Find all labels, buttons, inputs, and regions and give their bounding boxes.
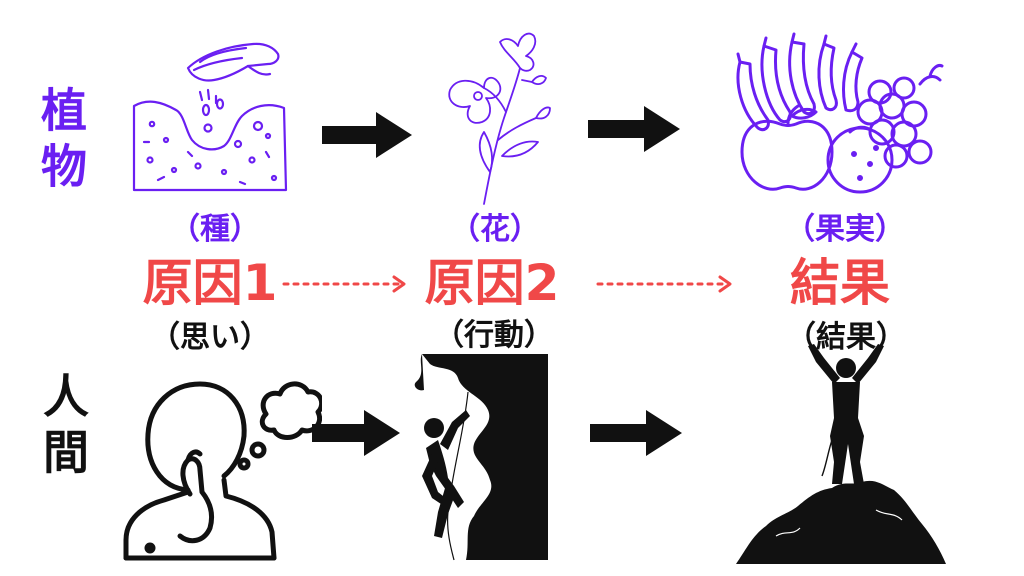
action-caption: （行動）	[434, 318, 554, 353]
fruit-basket-icon	[720, 32, 948, 196]
result-label: 結果	[790, 254, 890, 312]
dotted-arrow-icon	[596, 274, 738, 294]
flower-caption: （花）	[450, 212, 540, 247]
plant-row-label: 植物	[34, 86, 88, 198]
arrow-right-icon	[322, 112, 412, 158]
cause-2-label: 原因2	[424, 254, 560, 312]
human-row-label: 人間	[36, 372, 90, 484]
hand-sowing-seed-icon	[128, 40, 296, 196]
outcome-caption: （結果）	[786, 320, 906, 355]
arrow-right-icon	[590, 410, 682, 456]
summit-victory-icon	[736, 340, 948, 566]
dotted-arrow-icon	[282, 274, 410, 294]
seed-caption: （種）	[170, 212, 260, 247]
thinking-person-icon	[118, 372, 322, 562]
cause-1-label: 原因1	[142, 254, 278, 312]
arrow-right-icon	[588, 106, 680, 152]
arrow-right-icon	[312, 410, 400, 456]
fruit-caption: （果実）	[785, 212, 905, 247]
rock-climber-icon	[408, 352, 550, 562]
thought-caption: （思い）	[150, 320, 270, 355]
flower-icon	[440, 22, 552, 208]
